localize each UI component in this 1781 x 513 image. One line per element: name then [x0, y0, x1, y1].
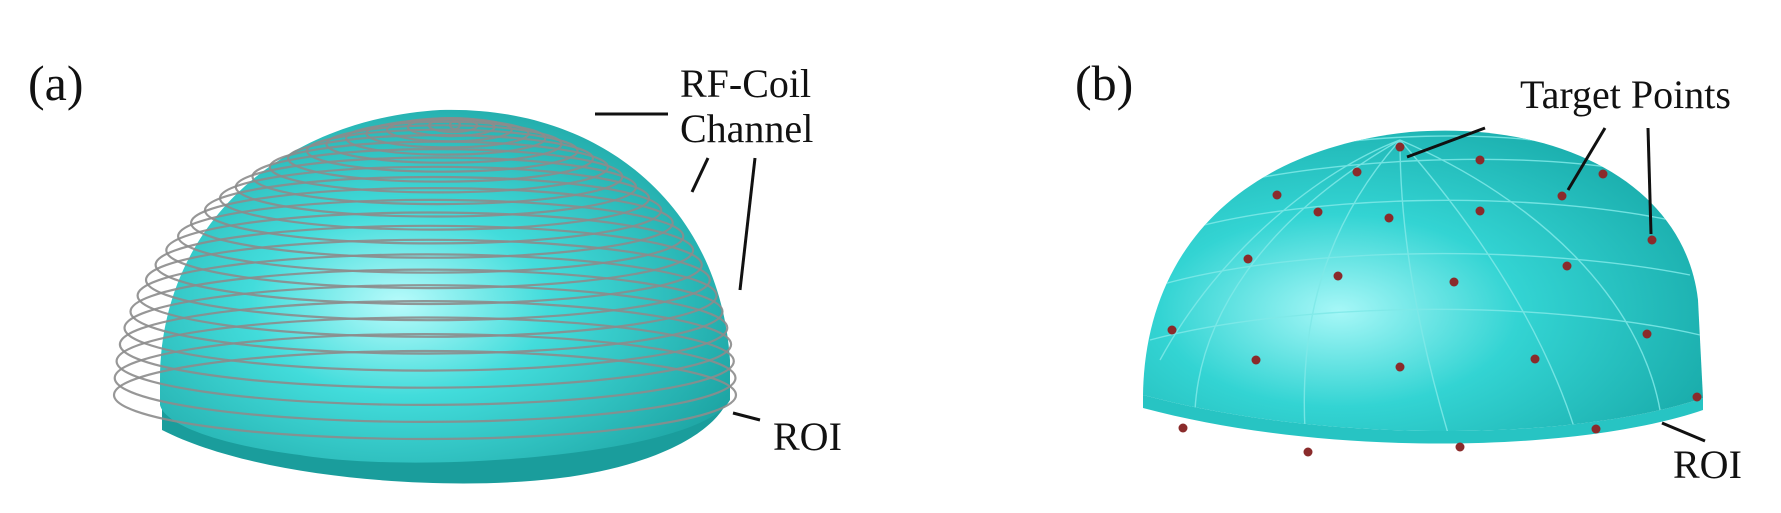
roi-leader-b [1661, 421, 1706, 443]
coil-leader-3 [738, 157, 757, 291]
target-point [1598, 169, 1608, 179]
panel-b-letter: (b) [1075, 55, 1133, 111]
target-point [1313, 207, 1323, 217]
coil-turn [136, 253, 718, 338]
coil-turn [448, 119, 462, 131]
coil-turn [305, 128, 579, 173]
target-point [1530, 354, 1540, 364]
target-point [1449, 277, 1459, 287]
coil-turn [427, 117, 479, 134]
roi-label-a: ROI [773, 414, 842, 459]
target-point [1395, 142, 1405, 152]
coil-turn [165, 211, 695, 290]
target-point [1475, 206, 1485, 216]
target-point [1303, 447, 1313, 457]
target-point [1557, 191, 1567, 201]
target-point [1642, 329, 1652, 339]
target-point [1251, 355, 1261, 365]
target-point [1333, 271, 1343, 281]
target-point [1384, 213, 1394, 223]
target-point [1178, 423, 1188, 433]
roi-dome-b [1143, 130, 1703, 432]
panel-a-letter: (a) [28, 55, 84, 111]
coil-turn [251, 148, 624, 206]
roi-base-a [162, 380, 730, 484]
target-point [1395, 362, 1405, 372]
coil-turn [112, 349, 738, 441]
targets-leader-3 [1646, 127, 1653, 235]
target-points [1167, 142, 1702, 457]
coil-turn [218, 165, 651, 231]
coil-turn [115, 316, 735, 407]
roi-mesh-b [1149, 135, 1701, 432]
rf-coil-channel [112, 116, 738, 441]
target-point [1647, 235, 1657, 245]
coil-turn [177, 198, 685, 274]
roi-rim-b [1143, 395, 1703, 444]
coil-turn [345, 120, 547, 156]
panel-b: (b) [1075, 55, 1742, 487]
coil-turn [118, 300, 733, 389]
targets-label: Target Points [1520, 72, 1731, 117]
coil-turn [154, 224, 703, 306]
coil-label-line2: Channel [680, 106, 813, 151]
coil-turn [234, 156, 638, 218]
roi-label-b: ROI [1673, 442, 1742, 487]
coil-turn [144, 238, 711, 322]
coil-turn [129, 268, 724, 355]
targets-leader-2 [1566, 127, 1607, 191]
panel-a: (a) RF-Coil Channel ROI [28, 55, 842, 484]
roi-leader-a [732, 411, 761, 422]
target-point [1591, 424, 1601, 434]
coil-turn [123, 284, 729, 372]
targets-leader-1 [1406, 126, 1486, 159]
target-point [1352, 167, 1362, 177]
coil-turn [325, 124, 563, 164]
target-point [1167, 325, 1177, 335]
target-point [1272, 190, 1282, 200]
target-point [1692, 392, 1702, 402]
target-point [1243, 254, 1253, 264]
target-point [1475, 155, 1485, 165]
coil-turn [203, 175, 663, 245]
coil-turn [189, 186, 674, 259]
coil-label-line1: RF-Coil [680, 61, 811, 106]
coil-leader-2 [690, 157, 710, 193]
coil-turn [113, 333, 737, 424]
target-point [1562, 261, 1572, 271]
target-point [1455, 442, 1465, 452]
